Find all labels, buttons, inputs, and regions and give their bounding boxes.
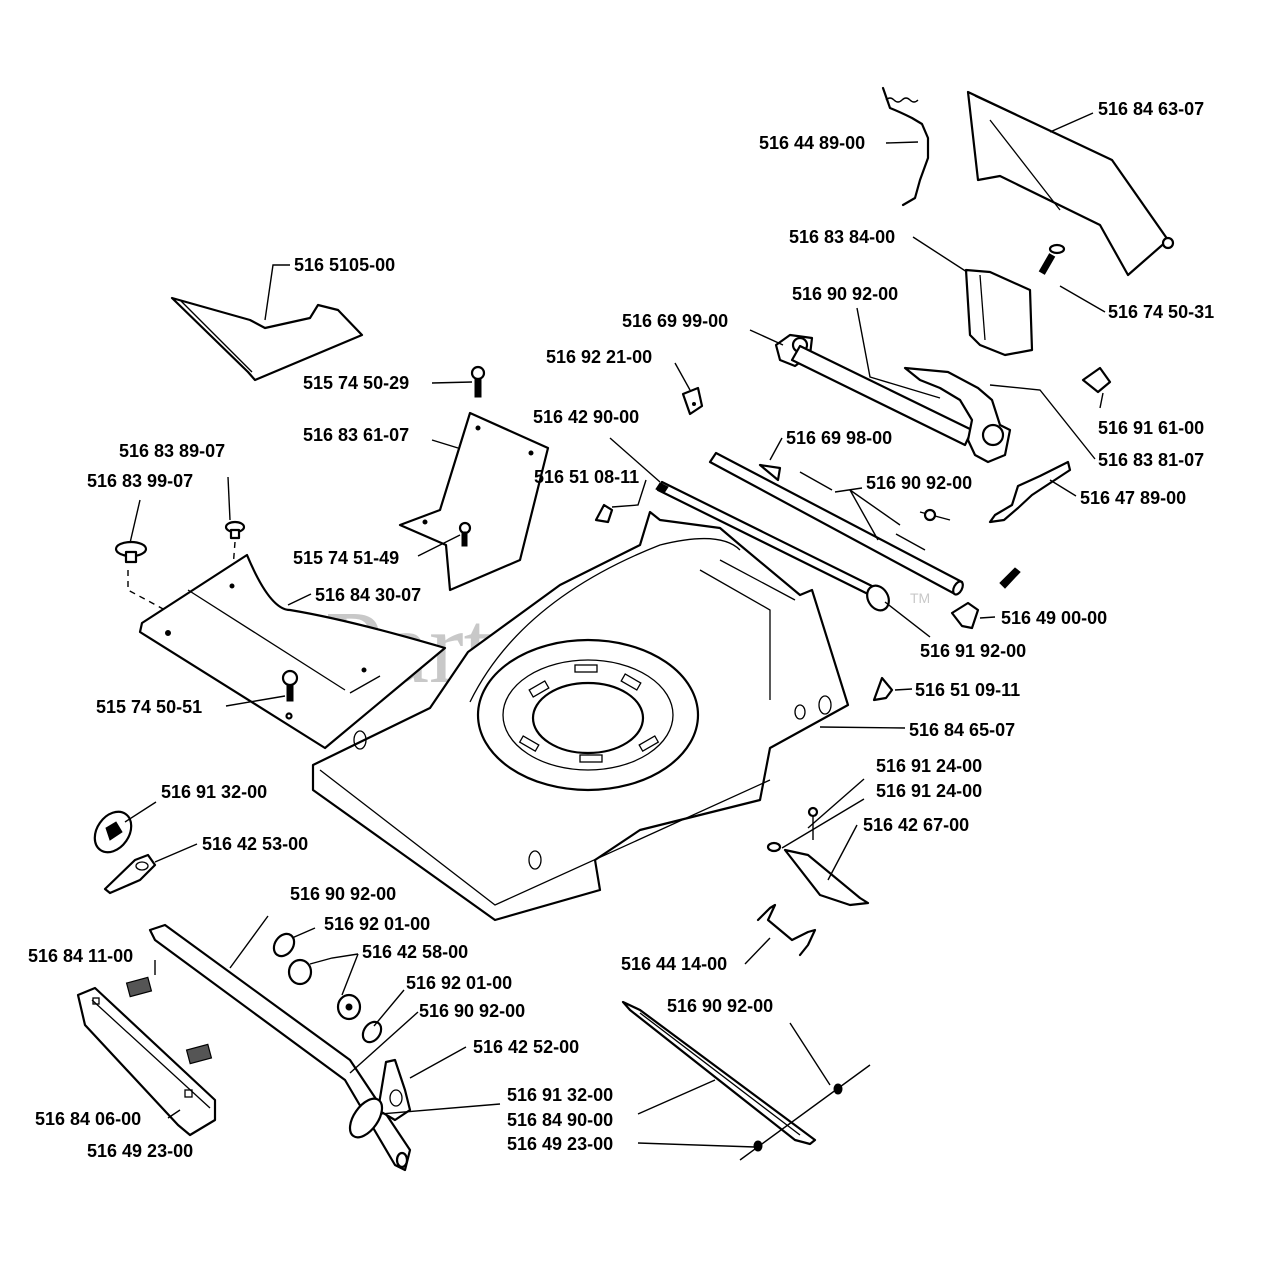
blade-part[interactable] [621, 1000, 871, 1161]
label-516-91-92-00[interactable]: 516 91 92-00 [920, 641, 1026, 661]
label-516-90-92-00-front-2[interactable]: 516 90 92-00 [419, 1001, 525, 1021]
label-516-91-32-00-right[interactable]: 516 91 32-00 [507, 1085, 613, 1105]
side-panel-part[interactable] [138, 553, 447, 750]
front-axle-part[interactable] [148, 923, 412, 1172]
label-516-91-32-00-left[interactable]: 516 91 32-00 [161, 782, 267, 802]
label-516-90-92-00-front[interactable]: 516 90 92-00 [290, 884, 396, 904]
plug-small-part[interactable] [224, 520, 246, 540]
clip-left-part[interactable] [594, 503, 614, 524]
label-516-42-67-00[interactable]: 516 42 67-00 [863, 815, 969, 835]
discharge-cover-part[interactable] [966, 90, 1175, 277]
screw-515-74-51-49-part[interactable] [458, 521, 472, 547]
spring-part[interactable] [881, 86, 930, 207]
rear-bracket-part[interactable] [988, 460, 1072, 524]
label-516-44-89-00[interactable]: 516 44 89-00 [759, 133, 865, 153]
front-bumper-part[interactable] [76, 986, 217, 1137]
label-516-84-11-00[interactable]: 516 84 11-00 [28, 946, 133, 966]
leader-lines [124, 112, 1106, 1148]
label-516-92-01-00-b[interactable]: 516 92 01-00 [406, 973, 512, 993]
bushing-part[interactable] [287, 958, 362, 1021]
label-515-74-50-51[interactable]: 515 74 50-51 [96, 697, 202, 717]
clip-right-part[interactable] [872, 676, 894, 702]
axle-bolts-part[interactable] [799, 471, 1021, 589]
label-516-83-84-00[interactable]: 516 83 84-00 [789, 227, 895, 247]
label-516-47-89-00[interactable]: 516 47 89-00 [1080, 488, 1186, 508]
nut-plate-part[interactable] [950, 601, 980, 630]
label-516-49-23-00-b[interactable]: 516 49 23-00 [87, 1141, 193, 1161]
flap-part[interactable] [398, 411, 550, 592]
label-516-91-61-00[interactable]: 516 91 61-00 [1098, 418, 1204, 438]
label-516-84-30-07[interactable]: 516 84 30-07 [315, 585, 421, 605]
wire-clip-part[interactable] [756, 903, 817, 957]
label-516-90-92-00-axle[interactable]: 516 90 92-00 [866, 473, 972, 493]
deflector-part[interactable] [170, 296, 364, 382]
label-516-44-14-00[interactable]: 516 44 14-00 [621, 954, 727, 974]
screw-516-74-50-31-part[interactable] [1038, 243, 1066, 275]
label-516-83-99-07[interactable]: 516 83 99-07 [87, 471, 193, 491]
label-516-84-90-00[interactable]: 516 84 90-00 [507, 1110, 613, 1130]
cover-plate-part[interactable] [964, 268, 1034, 357]
plug-large-part[interactable] [114, 540, 148, 564]
clip-516-91-61-00-part[interactable] [1081, 366, 1112, 394]
screw-515-74-50-29-part[interactable] [470, 365, 486, 398]
label-516-74-50-31[interactable]: 516 74 50-31 [1108, 302, 1214, 322]
deck-part[interactable] [311, 510, 850, 922]
label-516-92-01-00-a[interactable]: 516 92 01-00 [324, 914, 430, 934]
label-516-92-21-00[interactable]: 516 92 21-00 [546, 347, 652, 367]
label-516-42-90-00[interactable]: 516 42 90-00 [533, 407, 639, 427]
label-515-74-51-49[interactable]: 515 74 51-49 [293, 548, 399, 568]
nut-516-91-92-00-part[interactable] [863, 582, 893, 615]
hub-cap-right-part[interactable] [344, 1093, 389, 1143]
label-516-90-92-00-blade[interactable]: 516 90 92-00 [667, 996, 773, 1016]
label-516-51-09-11[interactable]: 516 51 09-11 [915, 680, 1020, 700]
label-516-51-08-11[interactable]: 516 51 08-11 [534, 467, 639, 487]
washer-2-part[interactable] [359, 1018, 385, 1045]
label-516-42-53-00[interactable]: 516 42 53-00 [202, 834, 308, 854]
label-516-84-06-00[interactable]: 516 84 06-00 [35, 1109, 141, 1129]
hub-cap-left-part[interactable] [87, 805, 138, 859]
label-516-69-98-00[interactable]: 516 69 98-00 [786, 428, 892, 448]
height-plate-part[interactable] [103, 853, 157, 895]
screw-515-74-50-51-part[interactable] [281, 669, 299, 720]
label-516-91-24-00-b[interactable]: 516 91 24-00 [876, 781, 982, 801]
part-labels: 516 84 63-07 516 44 89-00 516 83 84-00 5… [28, 99, 1214, 1161]
label-515-74-50-29[interactable]: 515 74 50-29 [303, 373, 409, 393]
label-516-90-92-00-top[interactable]: 516 90 92-00 [792, 284, 898, 304]
label-516-91-24-00-a[interactable]: 516 91 24-00 [876, 756, 982, 776]
rubber-pad-part[interactable] [125, 976, 213, 1065]
label-516-83-89-07[interactable]: 516 83 89-07 [119, 441, 225, 461]
washer-1-part[interactable] [270, 930, 299, 960]
height-lever-part[interactable] [774, 333, 1012, 464]
label-516-84-65-07[interactable]: 516 84 65-07 [909, 720, 1015, 740]
cap-part[interactable] [681, 386, 704, 416]
label-516-84-63-07[interactable]: 516 84 63-07 [1098, 99, 1204, 119]
label-516-5105-00[interactable]: 516 5105-00 [294, 255, 395, 275]
label-516-42-58-00[interactable]: 516 42 58-00 [362, 942, 468, 962]
label-516-49-00-00[interactable]: 516 49 00-00 [1001, 608, 1107, 628]
rear-flap-bracket-part[interactable] [766, 806, 870, 907]
label-516-69-99-00[interactable]: 516 69 99-00 [622, 311, 728, 331]
label-516-83-81-07[interactable]: 516 83 81-07 [1098, 450, 1204, 470]
label-516-83-61-07[interactable]: 516 83 61-07 [303, 425, 409, 445]
axle-tube-part[interactable] [708, 451, 965, 596]
watermark-trademark: TM [910, 590, 930, 606]
label-516-42-52-00[interactable]: 516 42 52-00 [473, 1037, 579, 1057]
label-516-49-23-00-a[interactable]: 516 49 23-00 [507, 1134, 613, 1154]
